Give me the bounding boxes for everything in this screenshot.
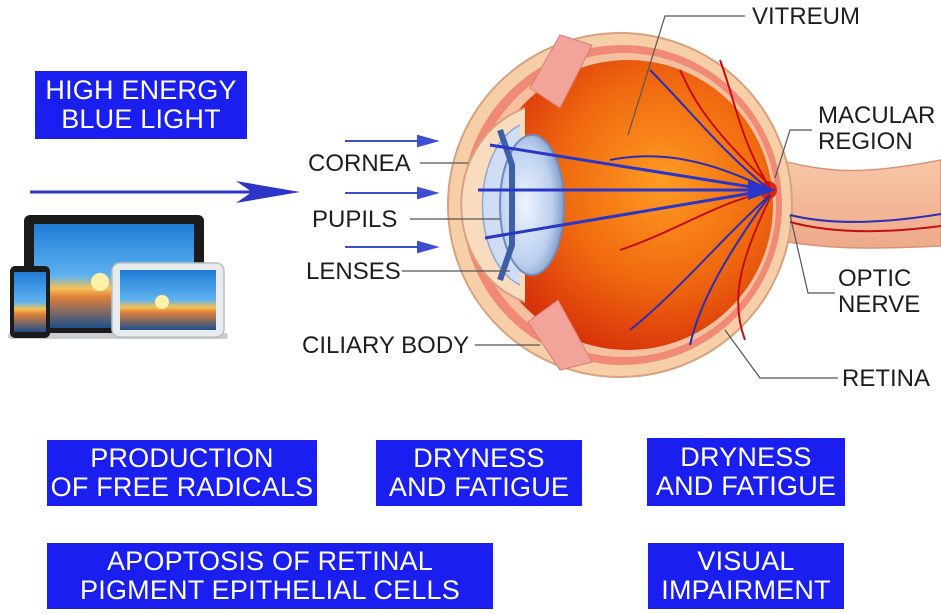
label-lenses: LENSES	[306, 258, 401, 285]
label-ciliary-body: CILIARY BODY	[302, 332, 470, 359]
label-cornea: CORNEA	[308, 150, 411, 177]
header-badge-line2: BLUE LIGHT	[61, 104, 221, 134]
effect-line1: DRYNESS	[680, 442, 812, 472]
effect-line2: AND FATIGUE	[388, 472, 570, 502]
effect-line1: PRODUCTION	[90, 443, 274, 473]
eye-anatomy-illustration	[447, 32, 941, 378]
effect-line2: AND FATIGUE	[655, 471, 837, 501]
tablet-icon	[111, 262, 225, 338]
blue-light-arrow-icon	[30, 181, 300, 203]
header-badge-line1: HIGH ENERGY	[45, 75, 237, 105]
label-vitreum: VITREUM	[752, 3, 860, 30]
label-macular-region: MACULAR REGION	[818, 103, 935, 155]
effect-badge-free-radicals: PRODUCTION OF FREE RADICALS	[47, 440, 317, 506]
effect-badge-visual-impairment: VISUAL IMPAIRMENT	[648, 543, 844, 609]
incoming-ray-arrows	[345, 134, 440, 254]
label-optic-nerve: OPTIC NERVE	[838, 266, 920, 318]
header-badge: HIGH ENERGY BLUE LIGHT	[35, 71, 247, 139]
effect-line2: OF FREE RADICALS	[50, 472, 314, 502]
label-optic-line1: OPTIC	[838, 265, 912, 292]
phone-icon	[10, 266, 50, 338]
effect-line1: APOPTOSIS OF RETINAL	[106, 546, 434, 576]
label-pupils: PUPILS	[312, 206, 398, 233]
effect-line2: PIGMENT EPITHELIAL CELLS	[80, 575, 460, 605]
label-macular-line1: MACULAR	[818, 102, 936, 129]
label-retina: RETINA	[842, 365, 931, 392]
effect-line1: VISUAL	[697, 546, 795, 576]
label-optic-line2: NERVE	[838, 291, 921, 318]
effect-badge-apoptosis: APOPTOSIS OF RETINAL PIGMENT EPITHELIAL …	[47, 543, 493, 609]
effect-line1: DRYNESS	[413, 443, 545, 473]
effect-badge-dryness-2: DRYNESS AND FATIGUE	[647, 438, 845, 506]
effect-badge-dryness-1: DRYNESS AND FATIGUE	[376, 440, 582, 506]
effect-line2: IMPAIRMENT	[661, 575, 831, 605]
leader-lines	[402, 15, 838, 379]
label-macular-line2: REGION	[818, 128, 913, 155]
